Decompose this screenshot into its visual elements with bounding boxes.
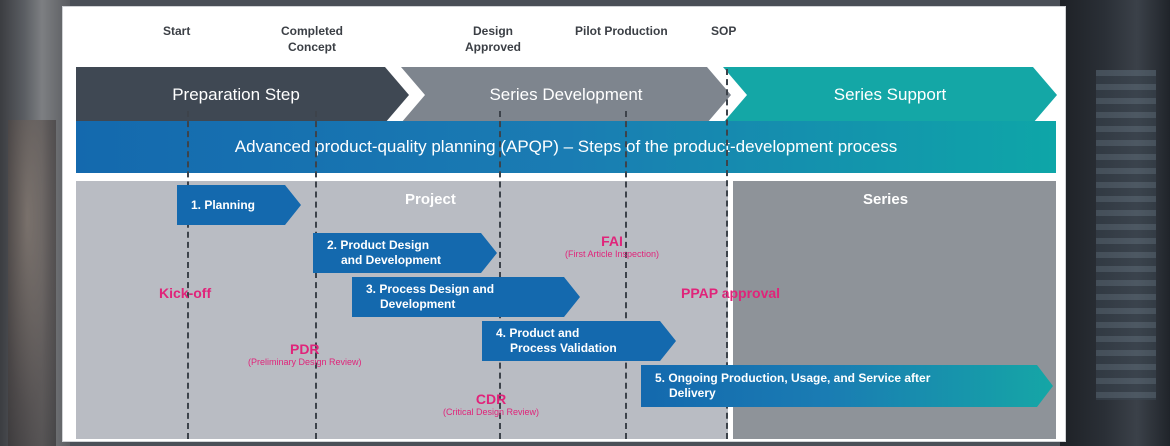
apqp-banner: Advanced product-quality planning (APQP)… xyxy=(76,121,1056,173)
apqp-diagram-panel: Start Completed Concept Design Approved … xyxy=(62,6,1066,442)
milestone-start: Start xyxy=(163,23,190,39)
phase-preparation-shape xyxy=(76,67,409,123)
milestone-line-design-approved xyxy=(499,111,501,439)
gate-pdr: PDR (Preliminary Design Review) xyxy=(248,341,362,368)
step-validation-line1: 4. Product and xyxy=(496,326,580,340)
phase-chevrons xyxy=(76,67,1057,123)
milestone-sop-label: SOP xyxy=(711,24,737,38)
step-process-design-line2: Development xyxy=(380,297,456,311)
step-ongoing-line1: 5. Ongoing Production, Usage, and Servic… xyxy=(655,371,931,385)
milestone-design-approved-line1: Design xyxy=(473,24,514,38)
project-zone-label: Project xyxy=(405,191,456,208)
gate-fai-sub: (First Article Inspection) xyxy=(565,249,660,259)
gate-pdr-label: PDR xyxy=(289,341,320,357)
milestone-sop: SOP xyxy=(711,23,736,39)
milestone-completed-concept-line1: Completed xyxy=(281,24,344,38)
step-product-design: 2. Product Design and Development xyxy=(313,233,497,273)
photo-background-left xyxy=(0,0,70,446)
milestone-line-sop xyxy=(726,69,728,439)
phase-development-label: Series Development xyxy=(489,85,643,104)
gate-fai-label: FAI xyxy=(601,233,623,249)
photo-background-right xyxy=(1060,0,1170,446)
phase-development-shape xyxy=(401,67,731,123)
step-product-design-line1: 2. Product Design xyxy=(327,238,430,252)
series-zone-label: Series xyxy=(863,191,909,208)
milestone-completed-concept: Completed Concept xyxy=(281,23,343,55)
phase-preparation-label: Preparation Step xyxy=(172,85,300,104)
gate-cdr-sub: (Critical Design Review) xyxy=(443,407,540,417)
milestone-design-approved: Design Approved xyxy=(465,23,521,55)
gate-kickoff: Kick-off xyxy=(159,285,212,301)
phase-support-label: Series Support xyxy=(833,85,947,104)
phase-support-shape xyxy=(723,67,1057,123)
milestone-completed-concept-line2: Concept xyxy=(288,40,336,54)
milestone-line-completed-concept xyxy=(315,111,317,439)
step-product-design-line2: and Development xyxy=(341,253,442,267)
milestone-pilot-production: Pilot Production xyxy=(575,23,668,39)
gate-cdr-label: CDR xyxy=(475,391,507,407)
gate-ppap: PPAP approval xyxy=(681,285,781,301)
background-monitor xyxy=(1096,70,1156,400)
step-validation-line2: Process Validation xyxy=(510,341,617,355)
gate-fai: FAI (First Article Inspection) xyxy=(565,233,659,260)
step-process-design: 3. Process Design and Development xyxy=(352,277,580,317)
step-ongoing-line2: Delivery xyxy=(669,386,716,400)
milestone-line-pilot-production xyxy=(625,111,627,439)
milestone-design-approved-line2: Approved xyxy=(465,40,522,54)
step-planning-label: 1. Planning xyxy=(191,197,256,212)
milestone-start-label: Start xyxy=(163,24,191,38)
milestone-pilot-production-label: Pilot Production xyxy=(575,24,668,38)
gate-cdr: CDR (Critical Design Review) xyxy=(443,391,539,418)
step-ongoing: 5. Ongoing Production, Usage, and Servic… xyxy=(641,365,1053,407)
gate-pdr-sub: (Preliminary Design Review) xyxy=(248,357,362,367)
step-process-design-line1: 3. Process Design and xyxy=(366,282,495,296)
step-validation: 4. Product and Process Validation xyxy=(482,321,676,361)
milestone-line-start xyxy=(187,111,189,439)
step-planning: 1. Planning xyxy=(177,185,301,225)
